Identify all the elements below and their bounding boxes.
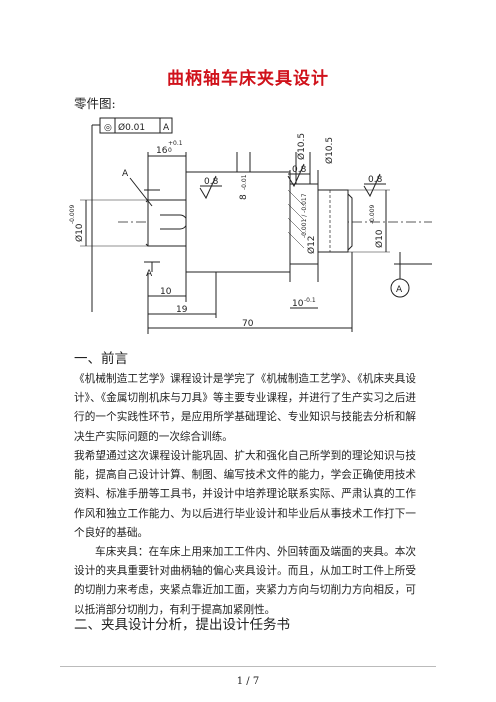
dim-16-tol-low: 0 xyxy=(168,147,172,154)
footer-divider xyxy=(60,666,436,667)
page-number: 1 / 7 xyxy=(236,676,260,687)
dim-16: 16 xyxy=(156,146,168,156)
dim-phi12: Ø12 xyxy=(306,235,317,254)
roughness-3: 0.8 xyxy=(368,175,383,185)
roughness-1: 0.8 xyxy=(204,177,219,187)
datum-a-label: A xyxy=(396,285,403,295)
dim-10: 10 xyxy=(160,287,172,297)
foreword-paragraph-2: 我希望通过这次课程设计能巩固、扩大和强化自己所学到的理论知识与技能，提高自己设计… xyxy=(74,450,416,539)
section-a-top: A xyxy=(122,169,129,179)
dim-10-right: 10 xyxy=(292,299,304,309)
dim-phi10-left-tol: -0.009 xyxy=(69,204,76,224)
part-drawing-label: 零件图: xyxy=(74,96,116,111)
section-heading-foreword: 一、前言 xyxy=(74,351,128,367)
dim-19: 19 xyxy=(176,305,188,315)
section-a-bottom: A xyxy=(146,269,153,279)
dim-phi105-right: Ø10.5 xyxy=(324,137,335,164)
tol-frame-value: Ø0.01 xyxy=(118,122,145,133)
dim-phi10-right-tol: -0.009 xyxy=(369,204,376,224)
dim-phi10-left: Ø10 xyxy=(74,223,85,242)
foreword-paragraph-3: 车床夹具：在车床上用来加工工件内、外回转面及端面的夹具。本次设计的夹具重要针对曲… xyxy=(74,546,416,616)
tol-frame-symbol: ◎ xyxy=(104,123,112,133)
dim-70: 70 xyxy=(242,319,254,329)
dim-phi10-right: Ø10 xyxy=(374,229,385,248)
dim-phi105-left: Ø10.5 xyxy=(296,133,307,160)
dim-16-tol: +0.1 xyxy=(168,140,183,147)
dim-10-right-tol: -0.1 xyxy=(304,297,316,304)
dim-phi12-tol: -0.001 / -0.017 xyxy=(301,193,308,238)
tol-frame-datum: A xyxy=(163,123,170,133)
dim-8-tol: -0.01 xyxy=(241,174,248,190)
foreword-paragraph-1: 《机械制造工艺学》课程设计是学完了《机械制造工艺学》、《机床夹具设计》、《金属切… xyxy=(74,373,416,443)
roughness-2: 0.8 xyxy=(292,165,307,175)
section-heading-analysis: 二、夹具设计分析，提出设计任务书 xyxy=(74,617,290,633)
document-title: 曲柄轴车床夹具设计 xyxy=(167,69,329,89)
part-drawing: ◎ Ø0.01 A 16 +0.1 0 0.8 0.8 0.8 8 -0.01 … xyxy=(69,117,432,334)
dim-8: 8 xyxy=(239,194,249,200)
